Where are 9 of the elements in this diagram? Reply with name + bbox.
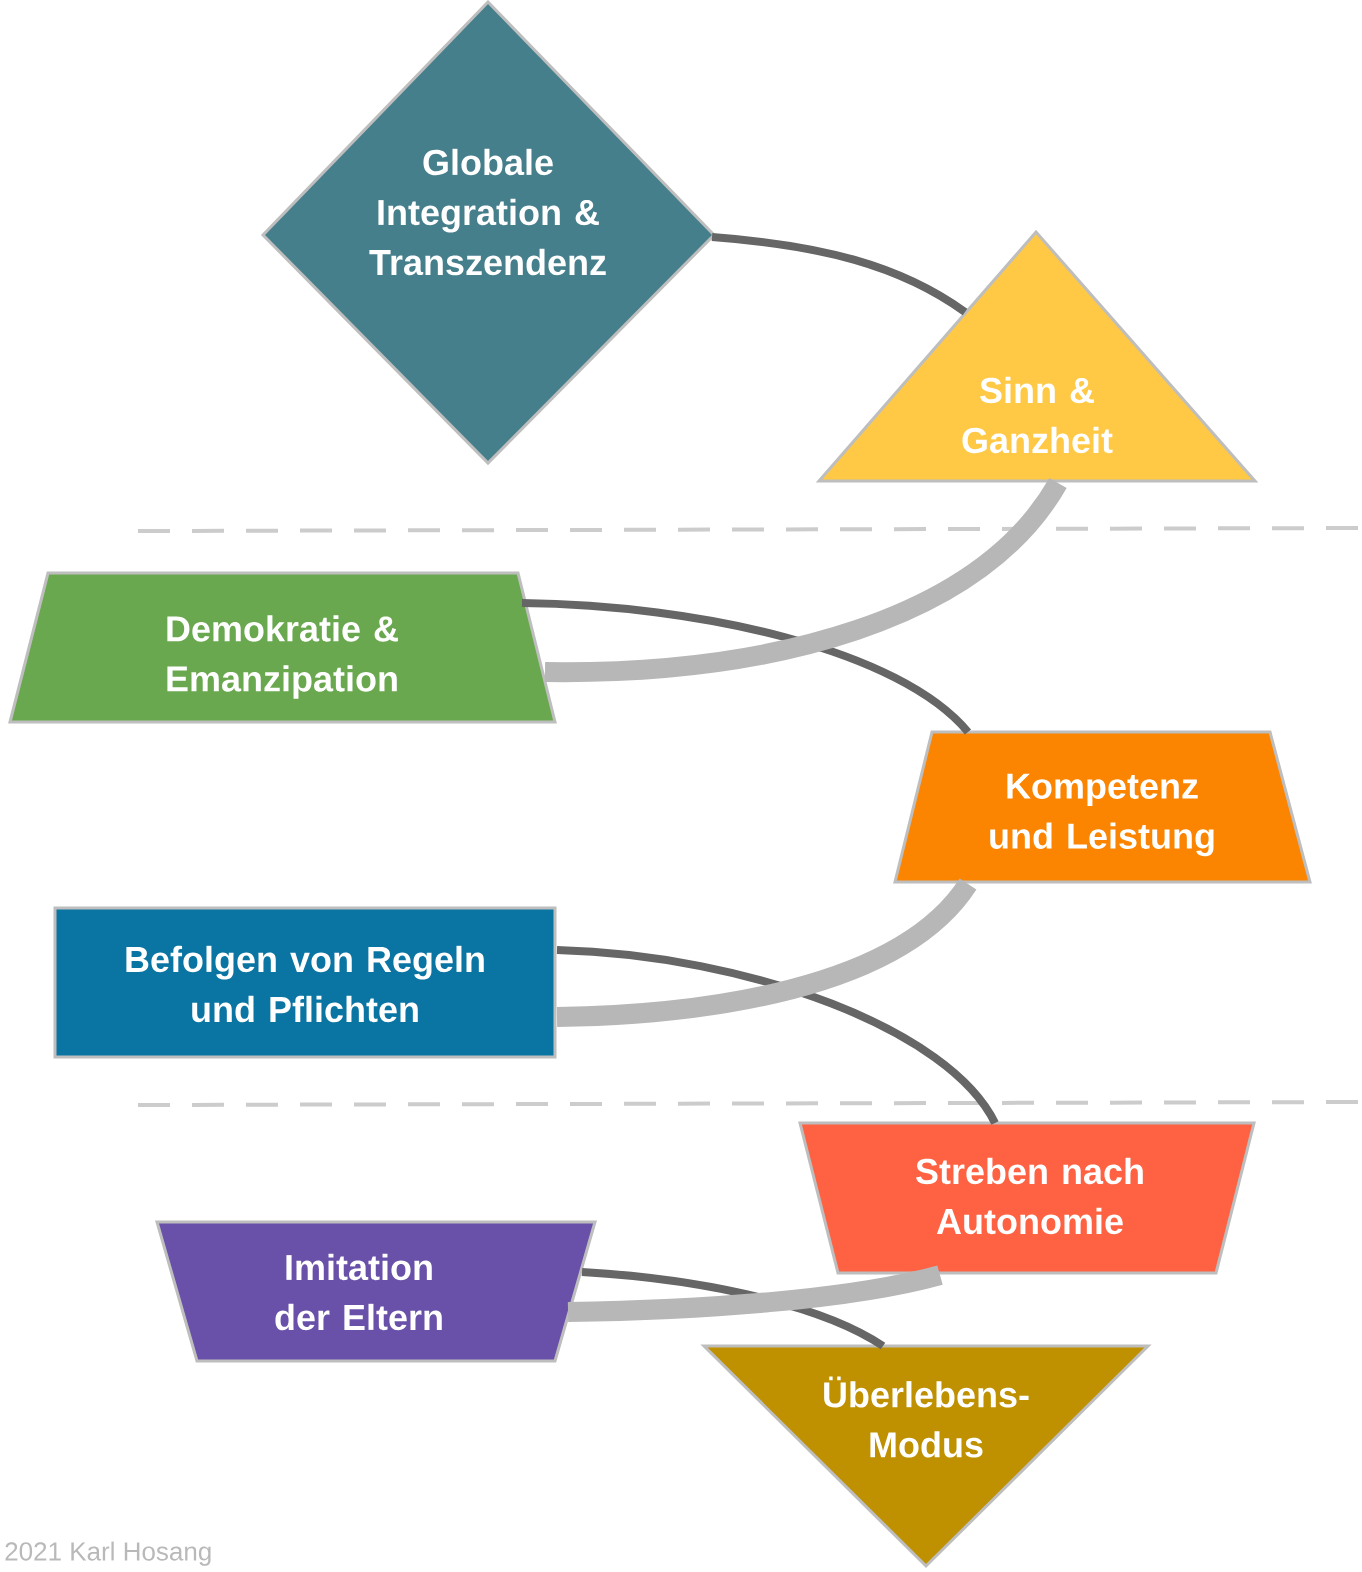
connector-line: [521, 599, 971, 735]
connector-line: [556, 877, 976, 1027]
connector-line: [581, 1268, 886, 1350]
connector-line: [711, 233, 968, 316]
copyright-note: 2021 Karl Hosang: [5, 1541, 211, 1566]
connector-line: [544, 477, 1067, 682]
connector-line: [556, 946, 999, 1126]
connector-line: [567, 1265, 943, 1322]
process-box: Befolgen von Regeln und Pflichten: [53, 906, 557, 1059]
